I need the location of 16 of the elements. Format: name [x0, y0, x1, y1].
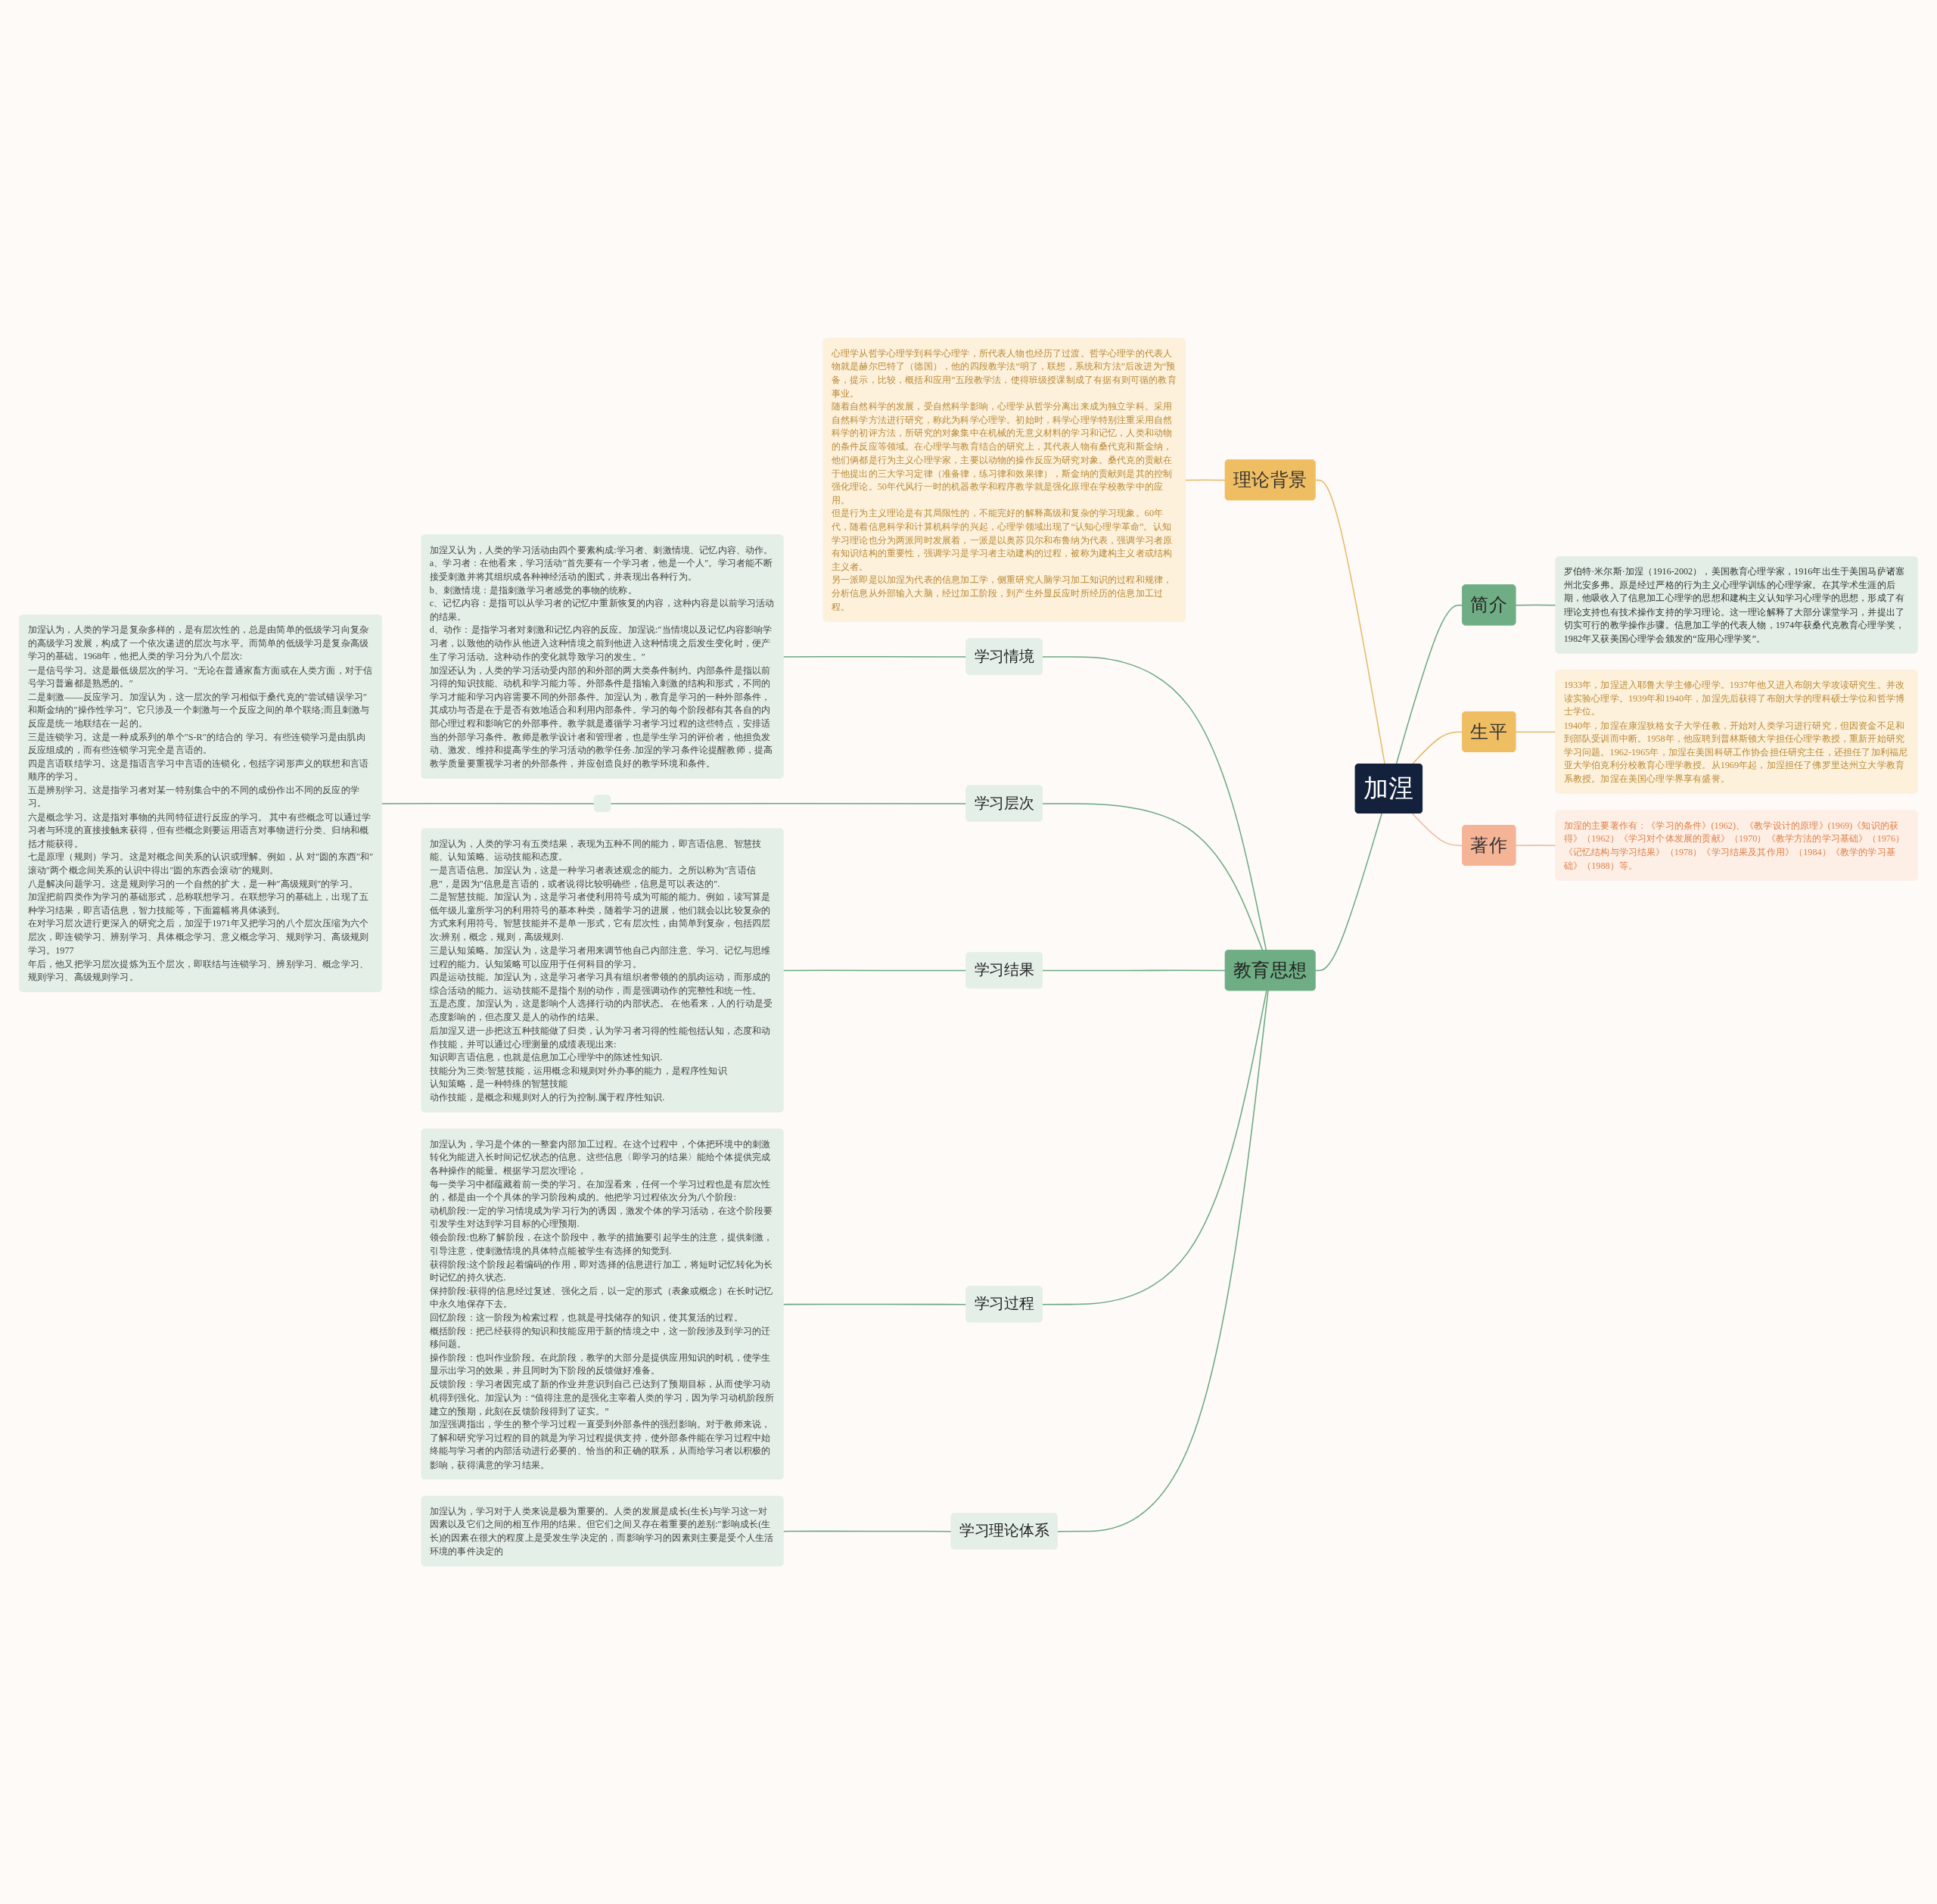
connector	[1056, 990, 1269, 1532]
connector	[1042, 990, 1267, 1305]
connector	[1515, 845, 1557, 846]
connector	[1314, 479, 1385, 765]
connector	[1411, 812, 1463, 846]
connector	[1042, 969, 1227, 972]
connector	[782, 1530, 953, 1532]
connector	[1515, 731, 1557, 733]
connector	[1395, 604, 1463, 765]
connector	[1042, 803, 1264, 951]
connector	[1314, 812, 1382, 972]
connector	[1515, 604, 1557, 606]
connector	[1411, 731, 1463, 765]
connector	[381, 802, 595, 804]
connector	[1184, 479, 1227, 481]
connector	[1042, 656, 1267, 951]
